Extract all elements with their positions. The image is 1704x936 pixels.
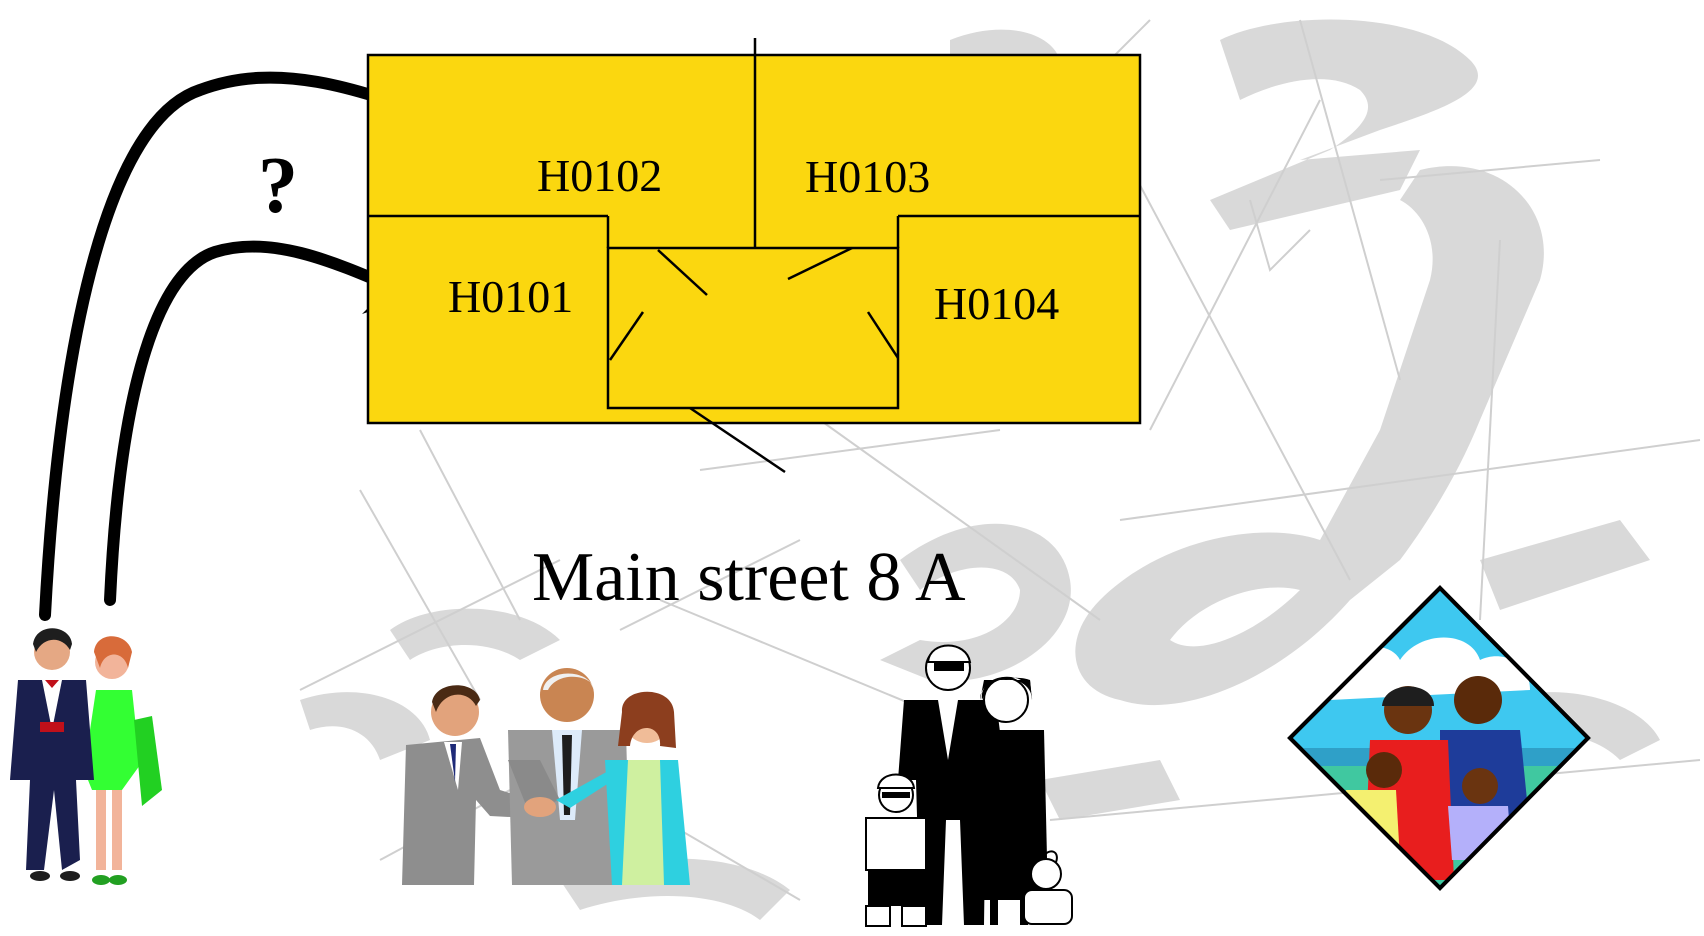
address-label: Main street 8 A [532,539,966,616]
monochrome-family-icon [865,644,1073,927]
family-diamond-icon [1287,585,1591,891]
unit-label-h0103: H0103 [805,151,930,202]
unit-label-h0101: H0101 [448,271,573,322]
question-mark: ? [258,142,298,230]
unit-label-h0102: H0102 [537,150,662,201]
stairwell [606,246,900,410]
building-floor-plan [366,38,1142,474]
couple-formal-icon [10,628,162,885]
unit-label-h0104: H0104 [934,278,1059,329]
business-handshake-icon [402,668,690,885]
